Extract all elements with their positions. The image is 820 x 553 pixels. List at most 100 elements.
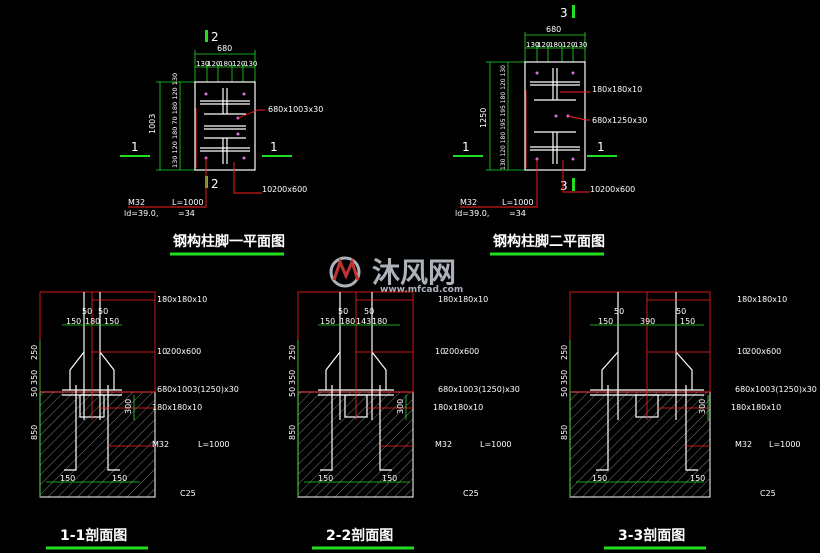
section1-label-shear: 180x180x10 [152, 403, 202, 412]
watermark-text: 沐风网 [372, 256, 456, 289]
section1-dim-top-2: 50 [98, 307, 108, 316]
section2-dim-top-2: 50 [364, 307, 374, 316]
section1-label-bolt: M32 [152, 440, 169, 449]
section2-dim-mid-2: 143 [356, 317, 371, 326]
plan2-seg-5: 130 [574, 41, 587, 49]
plan1-vsegs: 130 120 180 70 180 120 130 [171, 73, 179, 168]
section-view-1: 50 50 150 180 150 250 350 50 850 300 150… [30, 291, 239, 550]
plan2-base-plate [524, 61, 586, 171]
plan1-rib-label: 10 [262, 185, 272, 194]
plan2-height: 1250 [479, 108, 488, 128]
section2-dim-mid-1: 180 [340, 317, 355, 326]
section1-label-concrete: C25 [180, 489, 196, 498]
cut-mark-bottom [572, 178, 575, 191]
section2-dim-v-2: 350 [288, 370, 297, 385]
plan1-bolt-holes [204, 92, 246, 160]
section3-dim-mid-1: 150 [598, 317, 613, 326]
section2-dim-bottom-1: 150 [318, 474, 333, 483]
plan2-rib-label: 10 [590, 185, 600, 194]
section2-dims [297, 324, 410, 497]
section2-dim-depth: 300 [396, 399, 405, 414]
section2-label-rib: 10 [435, 347, 445, 356]
section-view-3: 50 50 150 390 150 250 350 50 850 300 150… [560, 291, 817, 550]
section2-label-shear: 180x180x10 [433, 403, 483, 412]
section3-label-bolt-length: L=1000 [769, 440, 801, 449]
plan1-plate-label: 680x1003x30 [268, 105, 323, 114]
section1-label-stiff: 180x180x10 [157, 295, 207, 304]
section1-dims [39, 324, 140, 497]
section1-leaders [91, 292, 155, 447]
section1-dim-v-3: 50 [30, 387, 39, 397]
section3-title: 3-3剖面图 [618, 527, 685, 544]
section2-dim-mid-3: 180 [372, 317, 387, 326]
watermark-logo-icon [329, 256, 361, 288]
section1-label-plate: 680x1003(1250)x30 [157, 385, 239, 394]
plan1-seg-2: 120 [207, 60, 220, 68]
section2-leaders [355, 292, 413, 447]
plan1-anchor-label: ld=39.0, [124, 209, 158, 218]
section2-title: 2-2剖面图 [326, 527, 393, 544]
section3-label-rib: 10 [737, 347, 747, 356]
plan1-base-plate [194, 81, 256, 171]
plan2-seg-3: 180 [549, 41, 562, 49]
section3-dim-v-2: 350 [560, 370, 569, 385]
cut-mark-top [572, 5, 575, 18]
plan1-width: 680 [217, 44, 232, 53]
plan-view-1: 2 2 1 1 680 130 120 180 120 130 1003 130… [120, 30, 323, 256]
plan1-rib-size: 200x600 [272, 185, 307, 194]
plan2-rib-size: 200x600 [600, 185, 635, 194]
section2-dim-v-3: 50 [288, 387, 297, 397]
plan2-seg-4: 120 [562, 41, 575, 49]
section3-dim-bottom-2: 150 [690, 474, 705, 483]
plan1-column-ribs [200, 88, 250, 164]
plan2-width: 680 [546, 25, 561, 34]
plan2-bolt-label: M32 [460, 198, 477, 207]
plan2-column-ribs [530, 68, 580, 164]
section1-dim-top-1: 50 [82, 307, 92, 316]
section3-dim-top-1: 50 [614, 307, 624, 316]
section2-outline [297, 291, 414, 393]
plan-view-2: 3 3 1 1 680 130 120 180 120 130 1250 130… [453, 5, 647, 256]
section3-dim-mid-2: 390 [640, 317, 655, 326]
cut-mark-top [205, 30, 208, 42]
section3-label-stiff: 180x180x10 [737, 295, 787, 304]
section1-dim-mid-1: 150 [66, 317, 81, 326]
section2-column [318, 292, 394, 471]
cut-label-left: 1 [462, 140, 470, 154]
section2-dim-bottom-2: 150 [382, 474, 397, 483]
section2-label-rib-size: 200x600 [444, 347, 479, 356]
section3-outline [569, 291, 711, 393]
section3-label-rib-size: 200x600 [746, 347, 781, 356]
section3-dim-depth: 300 [698, 399, 707, 414]
cut-label-right: 1 [270, 140, 278, 154]
section1-dim-mid-3: 150 [104, 317, 119, 326]
section2-dim-top-1: 50 [338, 307, 348, 316]
section3-column [590, 292, 704, 471]
section3-foundation [569, 391, 711, 498]
section3-label-concrete: C25 [760, 489, 776, 498]
section1-dim-bottom-2: 150 [112, 474, 127, 483]
plan1-seg-4: 120 [232, 60, 245, 68]
section3-label-bolt: M32 [735, 440, 752, 449]
plan2-vsegs: 130 120 180 195 195 180 120 130 [500, 65, 507, 170]
section1-dim-bottom-1: 150 [60, 474, 75, 483]
cut-label-top: 3 [560, 6, 568, 20]
cut-mark-bottom [205, 176, 208, 188]
section2-label-bolt-length: L=1000 [480, 440, 512, 449]
plan2-plate-label: 680x1250x30 [592, 116, 647, 125]
section2-dim-left: 150 [320, 317, 335, 326]
plan1-seg-5: 130 [244, 60, 257, 68]
plan2-bolt-length: L=1000 [502, 198, 534, 207]
cut-label-bottom: 2 [211, 177, 219, 191]
plan1-bolt-length: L=1000 [172, 198, 204, 207]
section2-label-bolt: M32 [435, 440, 452, 449]
section3-dim-top-2: 50 [676, 307, 686, 316]
plan1-height: 1003 [148, 114, 157, 134]
watermark-url: www.mfcad.com [380, 285, 463, 295]
section3-dim-mid-3: 150 [680, 317, 695, 326]
watermark: 沐风网 www.mfcad.com [329, 256, 463, 295]
cut-label-right: 1 [597, 140, 605, 154]
section3-dims [569, 324, 709, 497]
